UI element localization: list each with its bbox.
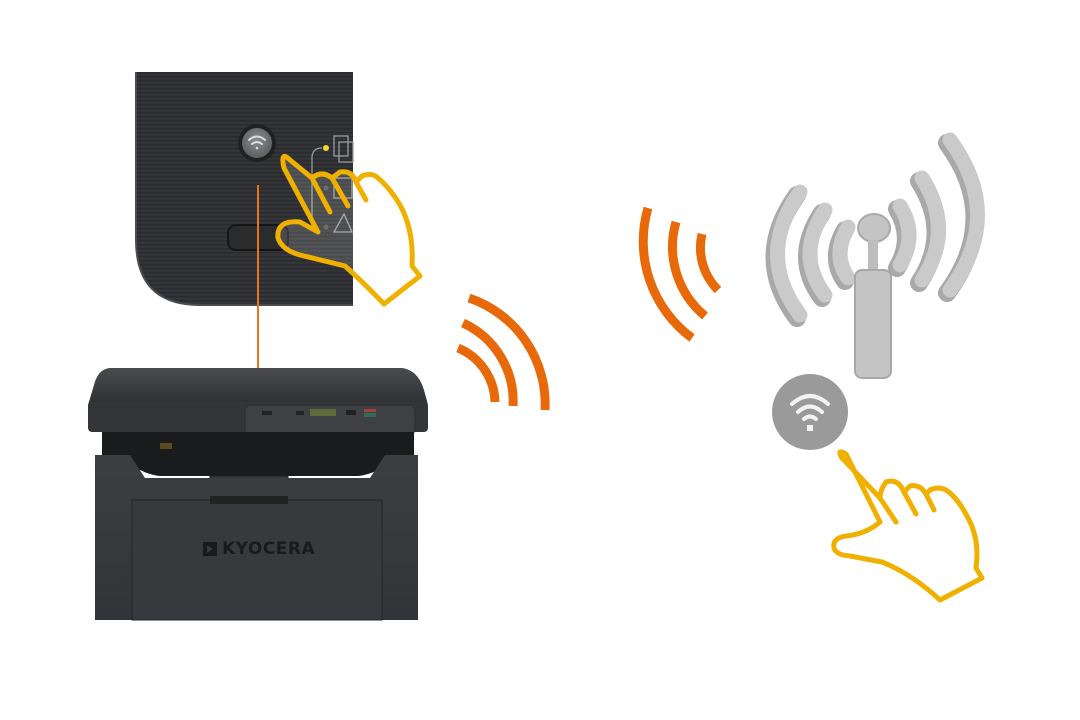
signal-waves-right	[638, 206, 722, 342]
panel-mode-selector	[311, 135, 354, 233]
kyocera-logo-mark-icon	[203, 542, 217, 556]
panel-wifi-button[interactable]	[238, 124, 276, 162]
printer-control-panel	[244, 404, 416, 436]
wifi-icon	[248, 135, 266, 150]
kyocera-logo: KYOCERA	[202, 538, 315, 560]
id-card-icon	[332, 212, 354, 233]
wifi-icon	[790, 394, 830, 421]
active-led	[323, 145, 329, 151]
signal-waves-left	[456, 293, 550, 411]
brand-name: KYOCERA	[222, 539, 316, 559]
copy-icon	[333, 135, 354, 163]
